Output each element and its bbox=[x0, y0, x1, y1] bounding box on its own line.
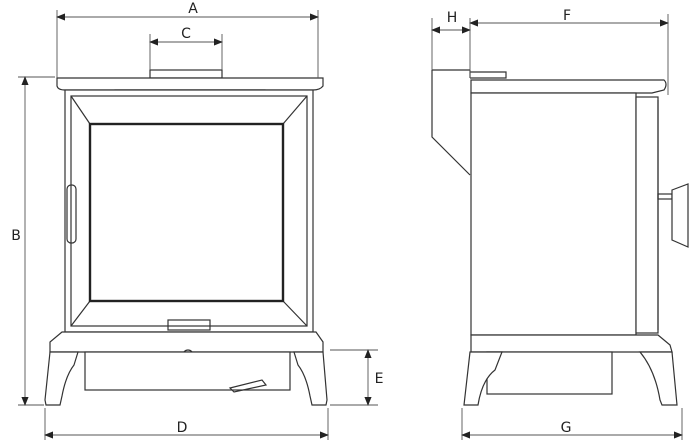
dimension-label-d: D bbox=[177, 420, 188, 436]
glass-window bbox=[88, 122, 285, 303]
top-plate bbox=[56, 77, 324, 91]
side-leg-rear bbox=[463, 351, 503, 406]
stove-body bbox=[64, 89, 314, 333]
air-control bbox=[167, 319, 211, 331]
door-frame bbox=[70, 95, 308, 327]
front-dimensions: A C B D E bbox=[11, 1, 383, 440]
flue-collar bbox=[149, 69, 223, 79]
ash-drawer bbox=[84, 351, 291, 391]
front-view bbox=[44, 69, 328, 406]
side-view bbox=[431, 69, 689, 406]
dimension-label-g: G bbox=[561, 420, 572, 436]
dimension-label-c: C bbox=[181, 26, 191, 42]
side-top-plate bbox=[470, 79, 667, 94]
plinth bbox=[49, 331, 324, 353]
dimension-label-f: F bbox=[563, 8, 571, 24]
flue-outlet bbox=[431, 70, 471, 176]
side-ash-drawer bbox=[486, 351, 613, 395]
dimension-label-b: B bbox=[11, 228, 21, 244]
dimension-label-a: A bbox=[188, 1, 198, 17]
side-handle bbox=[671, 183, 689, 248]
door-handle bbox=[66, 184, 77, 244]
side-leg-front bbox=[638, 351, 678, 406]
side-body bbox=[470, 92, 637, 336]
side-door bbox=[635, 96, 659, 334]
dimension-label-h: H bbox=[447, 10, 458, 26]
leg-left bbox=[44, 351, 79, 406]
dimension-label-e: E bbox=[375, 371, 384, 387]
side-dimensions: H F G bbox=[431, 8, 683, 440]
side-plinth bbox=[470, 334, 673, 353]
leg-right bbox=[293, 351, 328, 406]
